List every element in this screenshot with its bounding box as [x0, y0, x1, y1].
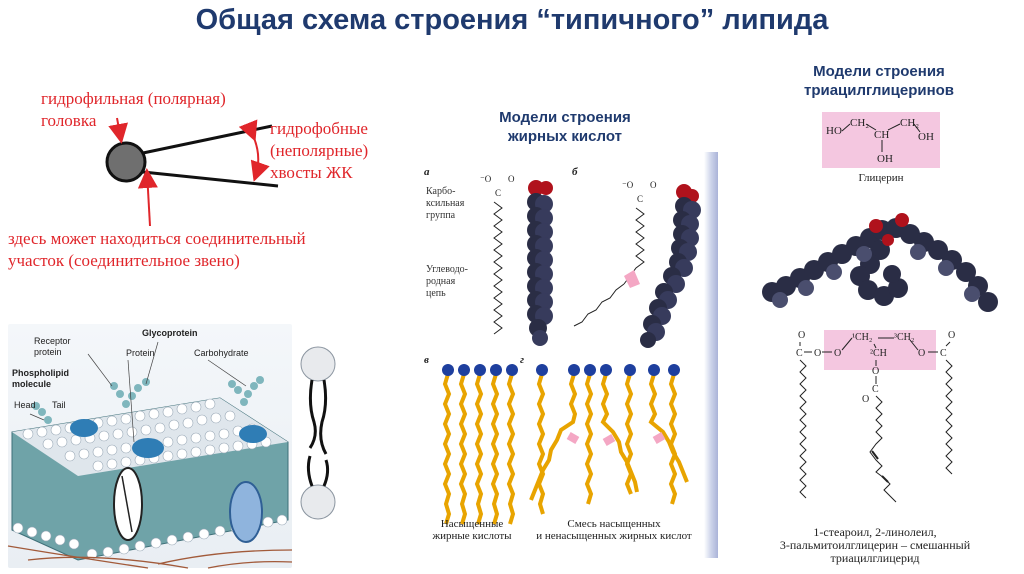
linker-label: здесь может находиться соединительный уч… [8, 228, 306, 272]
head-label: гидрофильная (полярная) головка [41, 88, 226, 132]
svg-text:²CH: ²CH [870, 348, 887, 359]
triacylglycerol-structure: ¹CH₂ ³CH₂ ²CH O O O C C O C O O O [790, 326, 960, 522]
svg-text:C: C [495, 188, 501, 198]
space-filling-model-saturated [527, 180, 553, 346]
tail-tag: Tail [52, 400, 66, 411]
tails-label: гидрофобные (неполярные) хвосты ЖК [270, 118, 368, 184]
mixed-caption: Смесь насыщенных и ненасыщенных жирных к… [526, 518, 702, 542]
svg-text:HO: HO [826, 125, 842, 137]
svg-text:C: C [872, 384, 879, 395]
triacylglycerol-space-filling-model [760, 210, 1000, 330]
svg-text:CH: CH [874, 129, 889, 141]
svg-text:OH: OH [918, 131, 934, 143]
svg-text:O: O [862, 394, 869, 405]
svg-text:O: O [918, 348, 925, 359]
svg-text:O: O [798, 330, 805, 341]
svg-text:O: O [650, 180, 657, 190]
svg-text:CH₂: CH₂ [850, 117, 869, 129]
svg-text:O: O [872, 366, 879, 377]
svg-text:O: O [814, 348, 821, 359]
triacylglycerol-caption: 1-стеароил, 2-линолеил, 3-пальмитоилглиц… [756, 526, 994, 565]
carbohydrate-label: Carbohydrate [194, 348, 249, 359]
glycoprotein-label: Glycoprotein [142, 328, 198, 339]
membrane-illustration: Glycoprotein Receptor protein Protein Ca… [8, 324, 292, 568]
fatty-acid-heading: Модели строения жирных кислот [470, 108, 660, 146]
svg-text:C: C [940, 348, 947, 359]
protein-label: Protein [126, 348, 155, 359]
receptor-label: Receptor protein [34, 336, 71, 358]
saturated-caption: Насыщенные жирные кислоты [422, 518, 522, 542]
glycerol-formula: HO CH₂ CH CH₂ OH OH [822, 112, 940, 168]
head-tag: Head [14, 400, 36, 411]
lipid-head-icon [107, 143, 145, 181]
svg-text:O: O [834, 348, 841, 359]
svg-text:C: C [637, 194, 643, 204]
fatty-acid-panel: а б в г Карбо- ксильная группа Углеводо-… [418, 152, 718, 558]
svg-text:⁻O: ⁻O [480, 174, 492, 184]
svg-text:O: O [948, 330, 955, 341]
svg-text:C: C [796, 348, 803, 359]
triacylglycerol-heading: Модели строения триацилглицеринов [784, 62, 974, 100]
lipid-tail-lower [143, 172, 278, 186]
svg-text:O: O [508, 174, 515, 184]
svg-text:⁻O: ⁻O [622, 180, 634, 190]
svg-text:¹CH₂: ¹CH₂ [852, 332, 872, 343]
linker-arrow-icon [147, 172, 150, 226]
svg-text:OH: OH [877, 153, 893, 165]
phospholipid-label: Phospholipid molecule [12, 368, 69, 390]
tails-arrow-icon [254, 138, 258, 178]
saturated-chains [442, 364, 518, 524]
glycerol-caption: Глицерин [822, 172, 940, 184]
mixed-chains [531, 364, 687, 514]
phospholipid-dumbbell-icon [296, 344, 346, 524]
space-filling-model-unsaturated [640, 184, 701, 348]
